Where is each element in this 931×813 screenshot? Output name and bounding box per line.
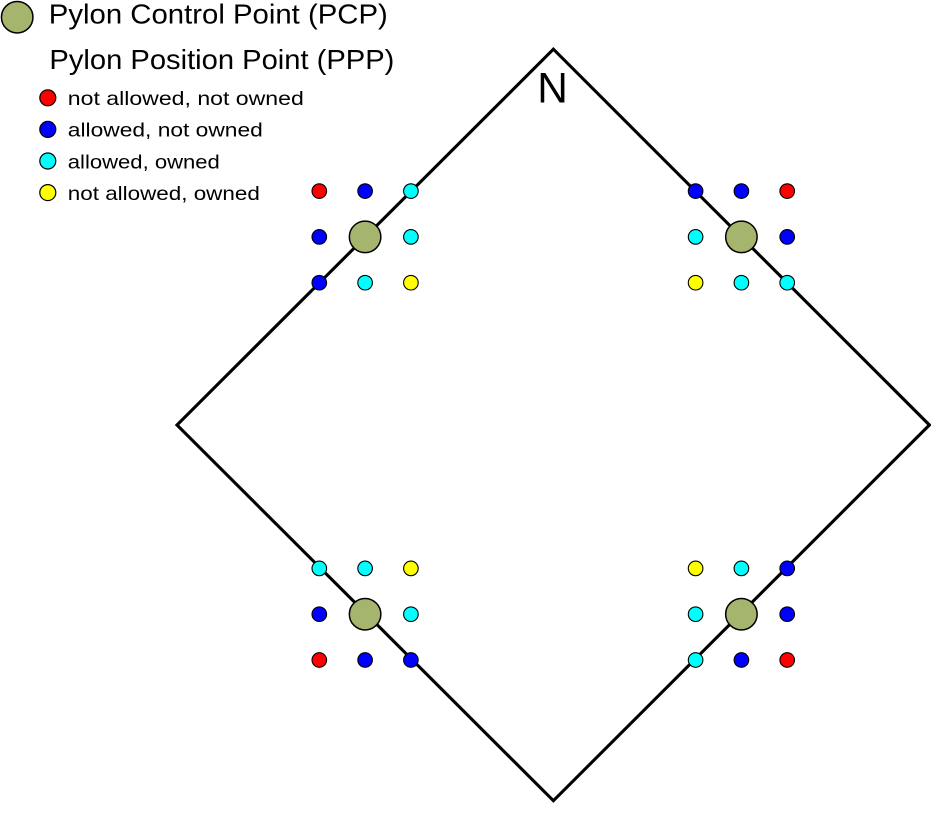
svg-text:Pylon Control Point (PCP): Pylon Control Point (PCP)	[49, 0, 388, 29]
svg-text:N: N	[537, 65, 568, 112]
svg-text:Pylon Position Point (PPP): Pylon Position Point (PPP)	[49, 44, 394, 75]
svg-text:not allowed, owned: not allowed, owned	[68, 183, 260, 205]
svg-text:not allowed, not owned: not allowed, not owned	[68, 88, 304, 110]
svg-text:allowed, not owned: allowed, not owned	[68, 120, 263, 142]
svg-text:allowed, owned: allowed, owned	[68, 151, 220, 173]
